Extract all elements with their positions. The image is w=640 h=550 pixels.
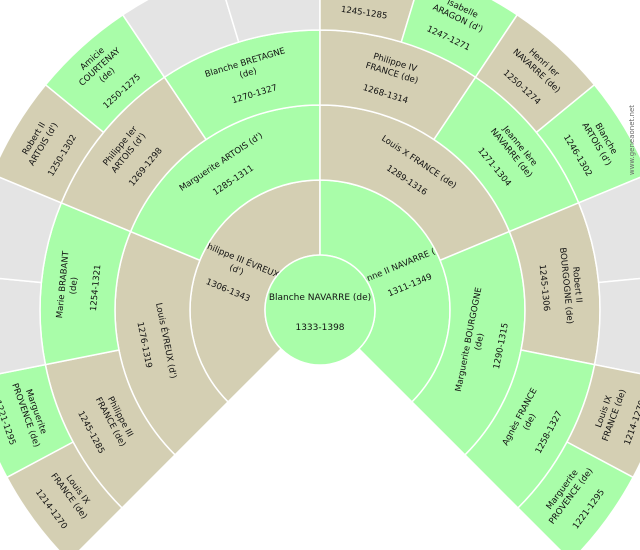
ancestor-cell-gen3[interactable]: Agnès FRANCE(de)1258-1327 <box>463 349 596 510</box>
ancestor-cell-gen4[interactable]: AmicieCOURTENAY(de)1250-1275 <box>44 13 166 134</box>
empty-ancestor-cell <box>593 277 640 375</box>
ancestor-cell-gen4[interactable]: Louis IXFRANCE (de)1214-1270 <box>5 440 124 550</box>
ancestor-cell-shape <box>39 201 132 366</box>
root-person-cell[interactable]: Blanche NAVARRE (de) 1333-1398 <box>264 254 376 366</box>
ancestor-cell-shape <box>593 277 640 375</box>
ancestor-cell-shape <box>508 201 601 366</box>
site-watermark: www.geneaonet.net <box>628 105 636 175</box>
ancestor-name: (de) <box>473 332 486 351</box>
empty-ancestor-cell <box>0 277 47 375</box>
ancestor-cell-gen2[interactable]: Marguerite BOURGOGNE(de)1290-1315 <box>410 230 526 457</box>
ancestor-cell-gen4[interactable]: MargueritePROVENCE (de)1221-1295 <box>0 363 75 479</box>
ancestor-cell-gen3[interactable]: Marie BRABANT(de)1254-1321 <box>39 201 132 366</box>
ancestor-cell-gen1[interactable]: Jeanne II NAVARRE (de)1311-1349 <box>319 179 458 403</box>
ancestor-cell-gen3[interactable]: Jeanne IèreNAVARRE (de)1271-1304 <box>432 76 580 233</box>
ancestor-dates: 1254-1321 <box>89 264 104 312</box>
ancestor-cell-shape <box>225 0 321 43</box>
ancestor-cell-shape <box>0 277 47 375</box>
empty-ancestor-cell <box>225 0 321 43</box>
ancestor-cell-gen3[interactable]: Robert IIBOURGOGNE (de)1245-1306 <box>508 201 601 366</box>
root-person-dates: 1333-1398 <box>295 323 344 333</box>
ancestor-name: (de) <box>238 66 258 81</box>
ancestor-cell-gen4[interactable]: BlancheARTOIS (d')1246-1302 <box>535 83 640 204</box>
ancestor-cell-gen4[interactable]: MargueritePROVENCE (de)1221-1295 <box>516 440 635 550</box>
root-person-disc <box>264 254 376 366</box>
ancestor-dates: 1245-1306 <box>537 264 552 312</box>
ancestor-cell-gen3[interactable]: Philippe IerARTOIS (d')1269-1298 <box>60 76 208 233</box>
ancestor-cell-gen3[interactable]: Blanche BRETAGNE(de)1270-1327 <box>163 29 321 141</box>
ancestor-name: Robert II <box>570 266 584 303</box>
ancestor-cell-shape <box>516 440 635 550</box>
ancestor-cell-gen2[interactable]: Louis ÉVREUX (d')1276-1319 <box>114 230 230 457</box>
ancestor-cell-gen4[interactable]: Louis IXFRANCE (de)1214-1270 <box>565 363 640 479</box>
ancestor-name: (de) <box>68 277 80 295</box>
ancestor-cell-gen4[interactable]: Henri IerNAVARRE (de)1250-1274 <box>474 13 596 134</box>
root-person-name: Blanche NAVARRE (de) <box>269 293 371 303</box>
ancestor-cell-gen3[interactable]: Philippe IIIFRANCE (de)1245-1285 <box>44 349 177 510</box>
ancestor-cell-gen4[interactable]: Robert IIARTOIS (d')1250-1302 <box>0 83 105 204</box>
